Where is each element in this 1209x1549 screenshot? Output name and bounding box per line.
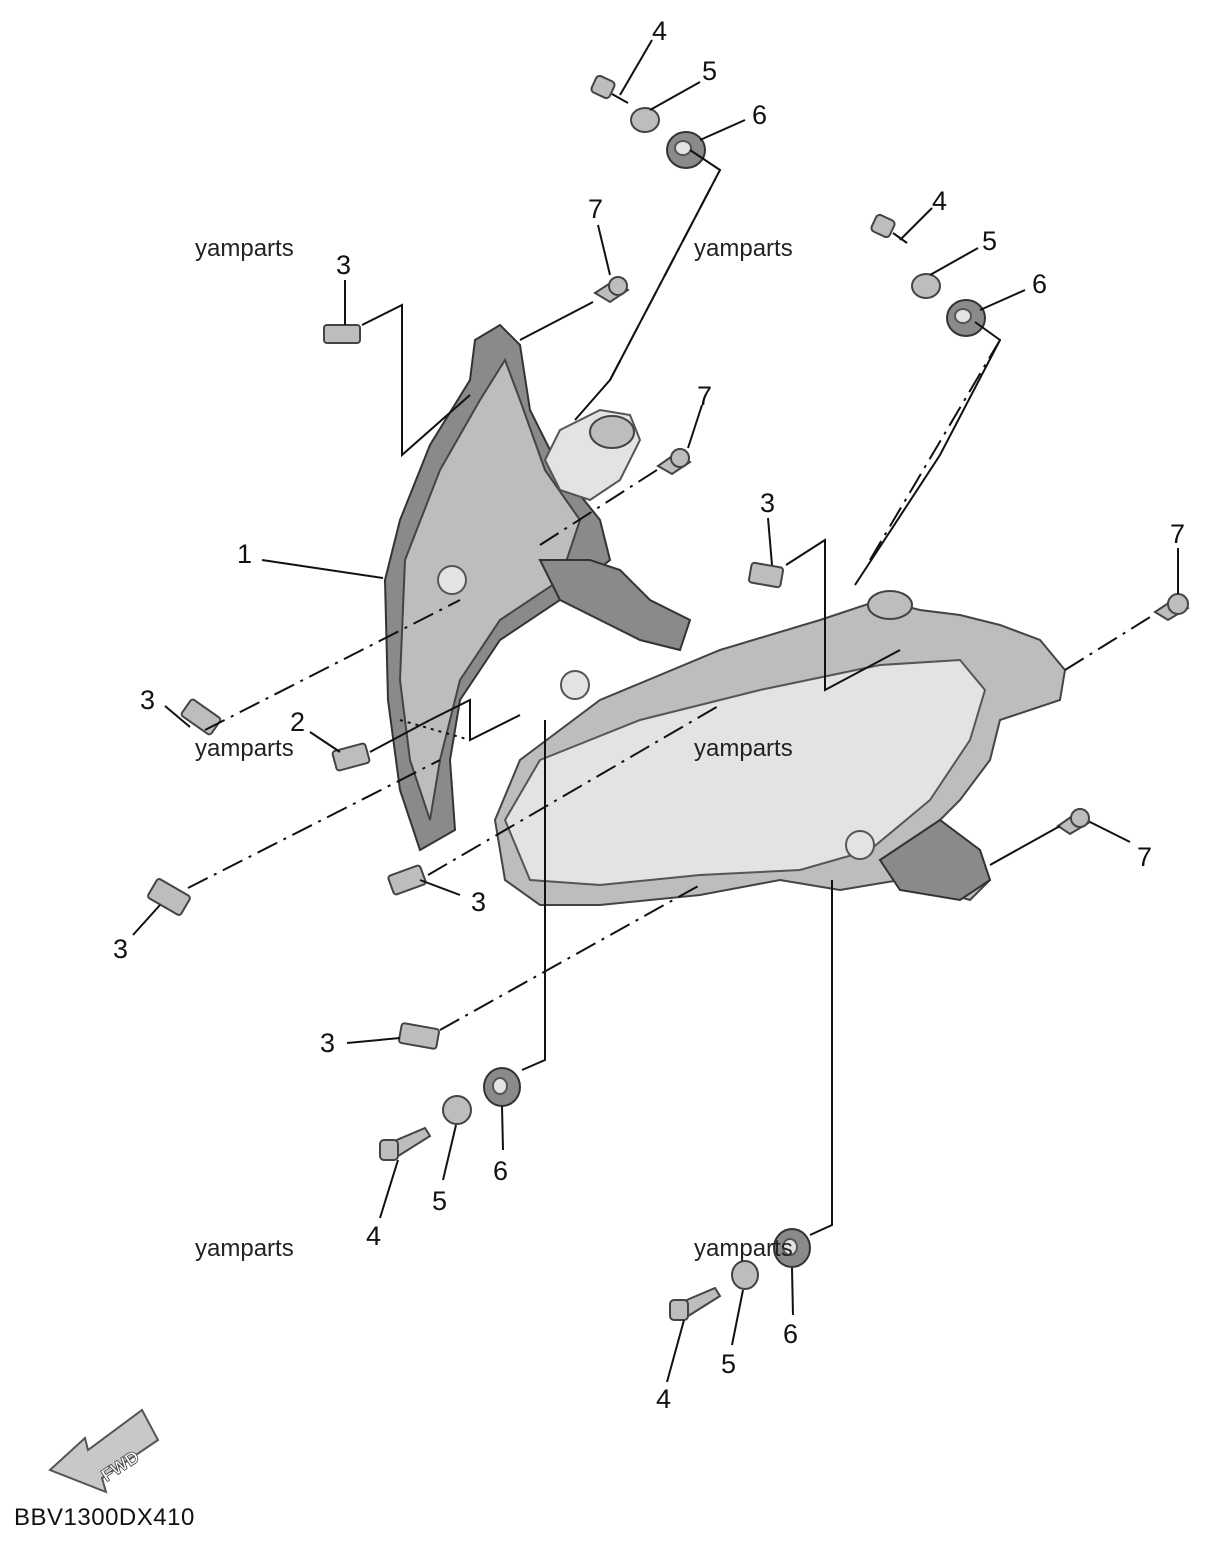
watermark-mid-right: yamparts [694, 735, 793, 762]
callout-7-top: 7 [588, 194, 603, 224]
callout-7-mid: 7 [697, 381, 712, 411]
callout-3-center: 3 [760, 488, 775, 518]
callout-3-left: 3 [140, 685, 155, 715]
callout-7-lower-right: 7 [1137, 842, 1152, 872]
callout-5-top-right: 5 [982, 226, 997, 256]
callout-4-top-right: 4 [932, 186, 947, 216]
clip-3-b [747, 561, 785, 589]
callout-3-lower-center: 3 [471, 887, 486, 917]
clip-3-a [323, 324, 361, 344]
callout-6-top-left: 6 [752, 100, 767, 130]
screw-7-lower-right [1056, 808, 1092, 836]
clip-3-d [147, 878, 191, 916]
callout-4-bottom-right: 4 [656, 1384, 671, 1414]
clip-3-f [398, 1022, 440, 1050]
screw-7-top [593, 276, 630, 304]
callout-2: 2 [290, 707, 305, 737]
watermark-top-left: yamparts [195, 235, 294, 262]
fastener-set-top-right [870, 213, 986, 337]
callout-6-bottom-right: 6 [783, 1319, 798, 1349]
callout-4-bottom-left: 4 [366, 1221, 381, 1251]
drawing-code: BBV1300DX410 [14, 1504, 195, 1531]
screw-7-right [1153, 593, 1190, 622]
callout-1: 1 [237, 539, 252, 569]
watermark-bottom-right: yamparts [694, 1235, 793, 1262]
clip-3-e [387, 864, 427, 896]
watermark-bottom-left: yamparts [195, 1235, 294, 1262]
callout-3-bottom: 3 [320, 1028, 335, 1058]
headlight-housing [383, 323, 1067, 906]
fwd-arrow-icon: FWD [48, 1408, 160, 1494]
fastener-set-bottom-right [669, 1228, 811, 1321]
callout-5-top-left: 5 [702, 56, 717, 86]
callout-5-bottom-left: 5 [432, 1186, 447, 1216]
callout-6-top-right: 6 [1032, 269, 1047, 299]
callout-6-bottom-left: 6 [493, 1156, 508, 1186]
clip-2 [331, 742, 371, 772]
watermark-top-right: yamparts [694, 235, 793, 262]
callout-3-top-left: 3 [336, 250, 351, 280]
callout-4-top-left: 4 [652, 16, 667, 46]
screw-7-mid [656, 448, 692, 476]
fastener-set-top-left [590, 74, 706, 169]
watermark-mid-left: yamparts [195, 735, 294, 762]
clip-3-c [180, 698, 222, 736]
callout-3-lower-left: 3 [113, 934, 128, 964]
callout-7-right: 7 [1170, 519, 1185, 549]
fastener-set-bottom-left [379, 1067, 521, 1161]
callout-5-bottom-right: 5 [721, 1349, 736, 1379]
